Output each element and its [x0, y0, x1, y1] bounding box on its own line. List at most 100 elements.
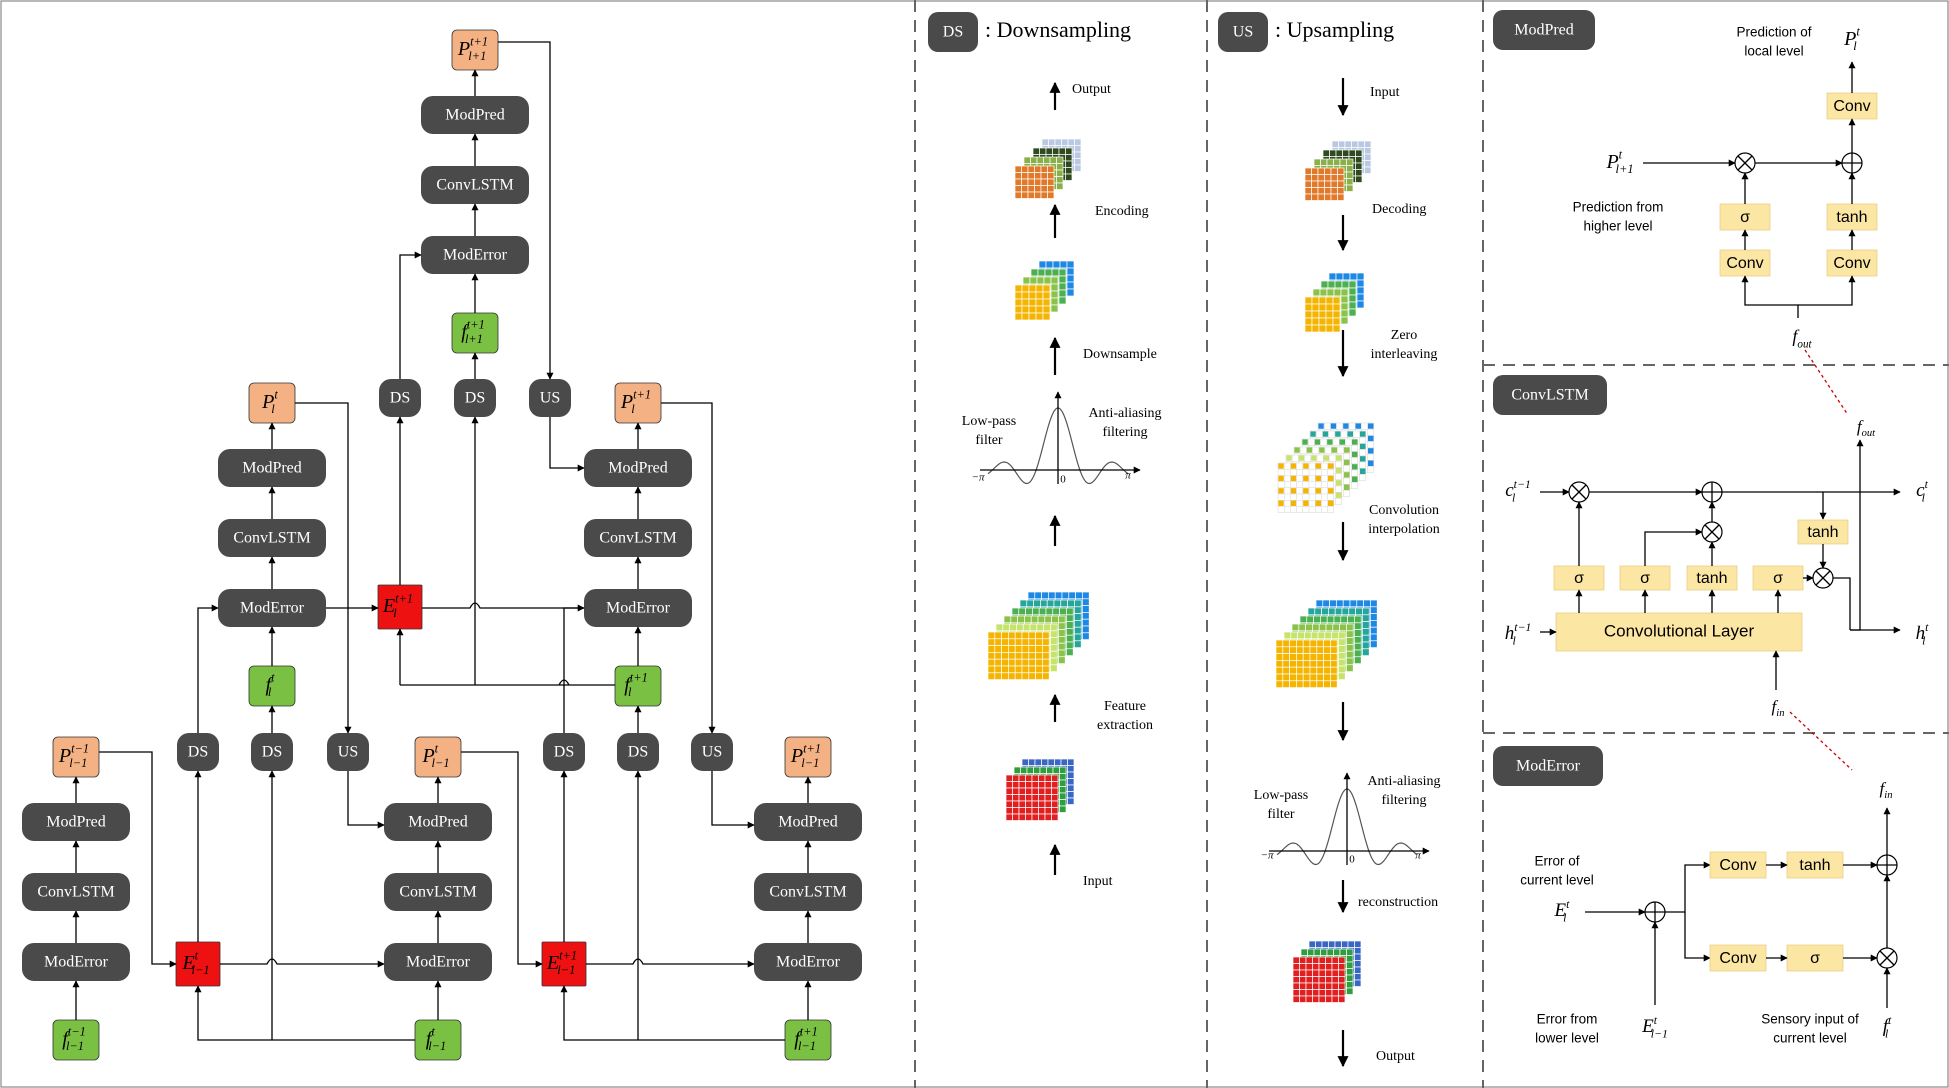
grid-cell [1028, 672, 1036, 680]
grid-cell [1312, 989, 1320, 997]
grid-cell [1296, 499, 1304, 507]
grid-cell [1021, 658, 1030, 667]
node-label: DS [628, 744, 648, 761]
grid-cell [1068, 591, 1076, 600]
grid-cell [1058, 289, 1067, 298]
grid-cell [1332, 303, 1341, 312]
symbol-superscript: t [1888, 1013, 1892, 1026]
us-lowpass-label: Low-pass [1254, 788, 1308, 803]
grid-cell [1296, 462, 1304, 470]
grid-cell [1321, 506, 1328, 513]
grid-cell [1026, 766, 1034, 774]
ds-box-1: DS [177, 733, 219, 771]
grid-cell [1299, 446, 1307, 454]
grid-cell [1307, 607, 1316, 616]
grid-cell [1028, 298, 1037, 307]
symbol-subscript: in [1884, 790, 1892, 801]
moderror-sub [1644, 901, 1666, 923]
grid-cell [1332, 324, 1341, 333]
grid-cell [1338, 956, 1346, 964]
axis-tick: 0 [1349, 854, 1355, 866]
grid-cell [1325, 317, 1334, 326]
grid-cell [1309, 660, 1318, 668]
grid-cell [1302, 499, 1310, 507]
us-convinterp-label: Convolution [1369, 503, 1439, 518]
grid-cell [1326, 158, 1334, 166]
grid-cell [1058, 615, 1066, 624]
grid-cell [1035, 658, 1043, 667]
node-box [754, 943, 862, 981]
symbol-superscript: t−1 [68, 1024, 86, 1038]
grid-cell [1299, 963, 1307, 971]
symbol-superscript: t [1566, 897, 1570, 910]
grid-cell [1357, 140, 1365, 148]
grid-cell [1343, 459, 1351, 466]
grid-cell [1011, 607, 1020, 616]
gate-label: tanh [1836, 209, 1867, 226]
grid-cell [1058, 296, 1067, 305]
grid-cell [1359, 467, 1367, 475]
grid-cell [1059, 799, 1067, 807]
grid-cell [1312, 995, 1320, 1003]
grid-cell [1338, 672, 1346, 680]
grid-cell [1018, 607, 1026, 616]
node-box [177, 733, 219, 771]
grid-cell [1058, 656, 1066, 664]
moderror-node-l2-t2: ModError [584, 589, 692, 627]
grid-cell [1335, 485, 1343, 493]
convolutional-layer: Convolutional Layer [1555, 612, 1803, 652]
feature-map-layer [1292, 956, 1346, 1003]
ds-antialias-label: filtering [1102, 425, 1147, 440]
symbol-superscript: t−1 [71, 741, 89, 755]
grid-cell [1292, 995, 1300, 1003]
grid-cell [1324, 631, 1332, 640]
grid-cell [1044, 774, 1052, 782]
grid-cell [1074, 145, 1082, 153]
grid-cell [1370, 613, 1378, 621]
grid-cell [1296, 646, 1304, 654]
grid-cell [1309, 653, 1318, 661]
grid-cell [1034, 191, 1042, 199]
connector-line [1684, 912, 1711, 962]
grid-cell [1290, 493, 1297, 501]
grid-cell [1310, 454, 1318, 462]
grid-cell [1316, 680, 1324, 688]
grid-cell [1283, 493, 1291, 501]
grid-cell [1325, 976, 1333, 984]
grid-cell [1324, 446, 1332, 454]
node-box [22, 943, 130, 981]
grid-cell [1333, 948, 1341, 956]
symbol-subscript: out [1862, 428, 1877, 439]
grid-cell [1060, 758, 1068, 766]
grid-cell [1065, 160, 1073, 168]
grid-cell [1031, 781, 1039, 789]
grid-cell [1033, 599, 1041, 608]
grid-cell [1302, 653, 1311, 661]
grid-cell [1014, 291, 1023, 300]
connector-line [99, 751, 177, 968]
grid-cell [1346, 948, 1354, 956]
grid-cell [994, 672, 1002, 680]
grid-cell [1364, 140, 1372, 148]
badge-box [1218, 12, 1268, 52]
grid-cell [1325, 303, 1334, 312]
grid-cell [1042, 645, 1050, 653]
grid-cell [1058, 636, 1066, 644]
node-box [22, 873, 130, 911]
node-box [617, 733, 659, 771]
grid-cell [1370, 606, 1378, 614]
grid-cell [1001, 638, 1009, 646]
grid-cell [1017, 615, 1025, 624]
grid-cell [1329, 149, 1337, 157]
grid-cell [1348, 294, 1357, 303]
grid-cell [1308, 468, 1316, 476]
grid-cell [1056, 176, 1064, 184]
connector-line [197, 604, 219, 733]
grid-cell [1315, 430, 1323, 438]
grid-cell [1058, 629, 1066, 637]
